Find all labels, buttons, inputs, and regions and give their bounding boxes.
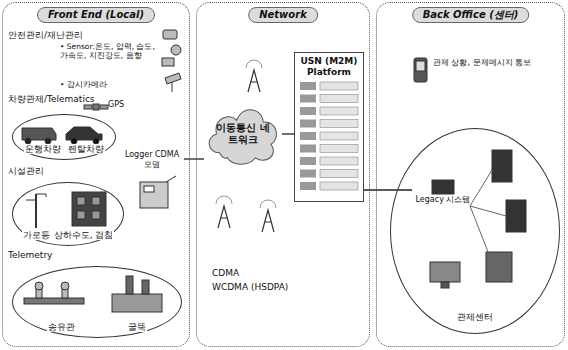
text-label: 시설관리 [8, 166, 44, 177]
platform-rows [300, 82, 358, 190]
node-text: 관제센터 [457, 312, 493, 323]
phone-screen [416, 61, 425, 71]
group-ellipse: 운행차량 렌탈차량 [12, 114, 116, 160]
text-label: • Sensor:온도, 압력, 습도, 가속도, 지진강도, 음향 [60, 42, 160, 60]
camera-pole [172, 82, 173, 92]
node-text: 상하수도, 검침 [53, 230, 114, 240]
connector-line [282, 133, 294, 134]
window [77, 211, 85, 219]
window [92, 211, 100, 219]
region-panel: Back Office (센터) 관제 상황, 문제메시지 통보관제센터 Legac… [376, 2, 565, 347]
node-text: 굴뚝 [127, 322, 147, 332]
text-label: CDMA [212, 268, 239, 279]
text-label: GPS [108, 100, 124, 110]
text-label: 차량관제/Telematics [8, 94, 95, 105]
node-text: 가로등 [22, 230, 51, 240]
server-icon [492, 150, 512, 182]
group-ellipse: 송유관 굴뚝 [12, 266, 182, 338]
text-label: • 감시카메라 [60, 80, 107, 89]
server-icon [506, 200, 526, 232]
chimney-icon [126, 276, 133, 294]
node-text: Legacy 시스템 [412, 195, 474, 205]
satellite-panel [84, 105, 92, 109]
node-text: USN (M2M) Platform [297, 56, 361, 78]
node-text: 송유관 [47, 322, 76, 332]
node-text: 운행차량 [24, 144, 62, 154]
node-text: 이동통신 네트워크 [214, 122, 272, 146]
text-label: WCDMA (HSDPA) [212, 282, 288, 293]
panel-header: Back Office (센터) [412, 7, 530, 23]
center-ellipse: 관제센터 Legacy 시스템 [390, 128, 560, 334]
legacy-system: Legacy 시스템 [412, 178, 474, 218]
node-text: 관제 상황, 문제메시지 통보 [432, 58, 532, 68]
connector-line [364, 189, 412, 190]
group-ellipse: 가로등상하수도, 검침 [12, 182, 124, 246]
phone-icon [414, 58, 427, 82]
streetlight-arm [36, 194, 46, 197]
region-panel: Network 이동통신 네트워크 USN (M2M) Platform [196, 2, 370, 347]
logger-screen [144, 186, 154, 192]
platform-box: USN (M2M) Platform [294, 52, 364, 202]
node-text: Logger CDMA 모뎀 [120, 150, 184, 169]
satellite-panel [100, 105, 108, 109]
factory-icon [112, 294, 162, 312]
network-cloud: 이동통신 네트워크 [204, 100, 282, 168]
sensor-icon [162, 58, 174, 66]
panel-header: Network [248, 7, 318, 23]
panel-header: Front End (Local) [37, 7, 155, 23]
streetlight-arm [26, 200, 36, 201]
sensor-icon [171, 45, 181, 55]
chimney-icon [142, 280, 149, 294]
antenna [166, 176, 176, 182]
connector-line [184, 158, 204, 159]
monitor-stand [441, 282, 449, 288]
wire [470, 206, 506, 216]
legacy-icon [432, 180, 454, 194]
logger-device [140, 182, 168, 208]
device-label: Logger CDMA 모뎀 [120, 150, 184, 174]
wire [470, 170, 492, 206]
valve-wheel [61, 282, 69, 290]
text-label: 안전관리/재난관리 [8, 30, 83, 41]
node-text: 렌탈차량 [67, 144, 105, 154]
streetlight-icon [35, 194, 37, 228]
sensor-icon [163, 30, 177, 39]
wire [470, 206, 492, 262]
camera-icon [165, 73, 181, 84]
meter-building-icon [72, 192, 106, 226]
window [92, 197, 100, 205]
satellite-icon [93, 104, 99, 110]
monitor-icon [430, 262, 460, 282]
window [77, 197, 85, 205]
text-label: Telemetry [8, 250, 52, 261]
valve-wheel [35, 282, 43, 290]
pipeline-icon [24, 298, 84, 304]
alert-note: 관제 상황, 문제메시지 통보 [432, 58, 532, 84]
